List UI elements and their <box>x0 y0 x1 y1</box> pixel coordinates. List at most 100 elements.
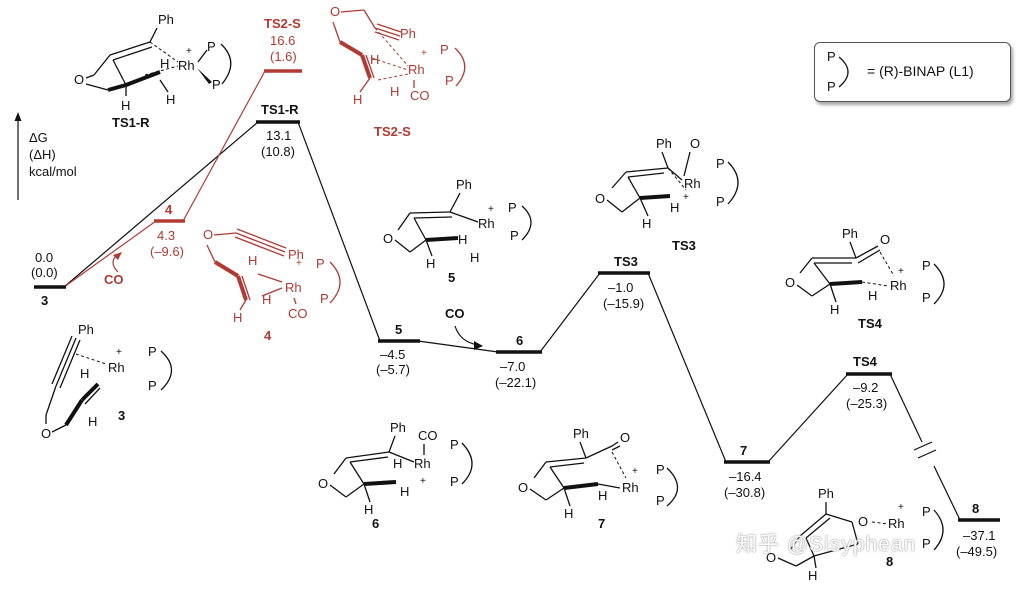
svg-text:O: O <box>518 480 528 495</box>
svg-text:P: P <box>922 536 931 551</box>
level-ts1r-h: (10.8) <box>261 144 295 159</box>
structure-4: O Ph H H H Rh + P P CO 4 <box>203 227 340 343</box>
svg-text:H: H <box>642 216 651 231</box>
svg-text:P: P <box>148 344 157 359</box>
svg-text:P: P <box>320 291 329 306</box>
level-5-h: (–5.7) <box>376 362 410 377</box>
svg-text:Rh: Rh <box>178 58 195 73</box>
svg-text:Rh: Rh <box>414 456 431 471</box>
level-ts1r-label: TS1-R <box>261 102 299 117</box>
legend-ligand-arc <box>815 43 855 101</box>
svg-text:+: + <box>683 192 689 203</box>
svg-text:+: + <box>186 46 192 57</box>
svg-text:+: + <box>898 266 904 277</box>
structure-ts3: Ph O O H H Rh + P P TS3 <box>595 136 738 253</box>
svg-text:H: H <box>670 200 679 215</box>
watermark: 知乎 @Sisyphean <box>736 528 916 558</box>
svg-text:H: H <box>458 232 467 247</box>
svg-text:TS4: TS4 <box>858 316 883 331</box>
svg-text:P: P <box>440 42 449 57</box>
level-ts3-g: –1.0 <box>608 280 633 295</box>
svg-text:O: O <box>785 275 795 290</box>
svg-text:O: O <box>318 476 328 491</box>
svg-text:H: H <box>364 502 373 517</box>
legend-text: = (R)-BINAP (L1) <box>867 63 974 79</box>
svg-text:Ph: Ph <box>656 136 672 151</box>
svg-text:O: O <box>41 426 51 441</box>
svg-text:H: H <box>166 92 175 107</box>
axis-label-unit: kcal/mol <box>29 164 77 179</box>
level-8-g: –37.1 <box>963 528 996 543</box>
svg-text:+: + <box>632 466 638 477</box>
svg-text:+: + <box>421 48 427 59</box>
svg-text:5: 5 <box>448 270 455 285</box>
svg-text:Ph: Ph <box>390 420 406 435</box>
svg-text:P: P <box>508 200 517 215</box>
svg-text:P: P <box>445 73 454 88</box>
svg-text:CO: CO <box>288 306 308 321</box>
legend-box: P P = (R)-BINAP (L1) <box>814 42 1011 102</box>
svg-text:CO: CO <box>445 306 465 321</box>
svg-text:+: + <box>488 204 494 215</box>
svg-text:H: H <box>390 84 399 99</box>
svg-text:H: H <box>470 250 479 265</box>
svg-text:P: P <box>716 194 725 209</box>
level-ts4-h: (–25.3) <box>846 396 887 411</box>
axis-label-g: ΔG <box>29 130 48 145</box>
svg-text:P: P <box>207 39 216 54</box>
co-loss-red-arrow: CO <box>104 252 124 287</box>
svg-text:4: 4 <box>264 328 272 343</box>
svg-text:P: P <box>450 474 459 489</box>
svg-text:+: + <box>898 502 904 513</box>
svg-text:H: H <box>598 488 607 503</box>
svg-text:Rh: Rh <box>890 278 907 293</box>
svg-text:Ph: Ph <box>158 12 174 27</box>
axis-label-h: (ΔH) <box>29 147 56 162</box>
svg-text:H: H <box>353 92 362 107</box>
svg-text:Ph: Ph <box>400 26 416 41</box>
svg-text:CO: CO <box>418 428 438 443</box>
svg-text:TS2-S: TS2-S <box>374 124 411 139</box>
svg-text:+: + <box>296 258 302 269</box>
svg-text:H: H <box>400 484 409 499</box>
svg-text:H: H <box>80 366 89 381</box>
level-8-label: 8 <box>972 501 979 516</box>
structure-ts4: Ph O O H H Rh + P P TS4 <box>785 226 944 331</box>
svg-text:O: O <box>383 231 393 246</box>
level-ts4-g: –9.2 <box>853 380 878 395</box>
level-ts3-label: TS3 <box>614 254 638 269</box>
level-3-h: (0.0) <box>31 265 58 280</box>
svg-text:Ph: Ph <box>818 486 834 501</box>
level-7-h: (–30.8) <box>724 485 765 500</box>
svg-text:TS1-R: TS1-R <box>112 115 150 130</box>
svg-text:O: O <box>620 430 630 445</box>
structure-ts2s: O Ph H H H Rh + P P CO TS2-S <box>330 4 465 139</box>
svg-text:P: P <box>450 437 459 452</box>
svg-text:O: O <box>595 191 605 206</box>
structure-ts1r: Ph O H H H Rh + P P TS1-R <box>74 12 231 130</box>
svg-text:P: P <box>148 378 157 393</box>
level-8-h: (–49.5) <box>956 544 997 559</box>
svg-text:Ph: Ph <box>842 226 858 241</box>
svg-text:6: 6 <box>372 516 379 531</box>
energy-axis: ΔG (ΔH) kcal/mol <box>15 112 77 200</box>
level-4-h: (–9.6) <box>150 244 184 259</box>
structure-7: Ph O O H H Rh + P P 7 <box>518 426 678 531</box>
svg-text:P: P <box>510 228 519 243</box>
svg-text:Rh: Rh <box>108 360 125 375</box>
svg-text:P: P <box>656 493 665 508</box>
svg-text:H: H <box>868 288 877 303</box>
svg-text:CO: CO <box>104 272 124 287</box>
svg-text:+: + <box>116 347 122 358</box>
level-6-g: –7.0 <box>500 359 525 374</box>
svg-text:+: + <box>420 476 426 487</box>
svg-text:P: P <box>212 77 221 92</box>
level-3-g: 0.0 <box>35 250 53 265</box>
svg-text:P: P <box>922 504 931 519</box>
svg-text:O: O <box>690 136 700 151</box>
svg-text:Ph: Ph <box>456 177 472 192</box>
svg-text:H: H <box>830 302 839 317</box>
level-4-label: 4 <box>165 202 173 217</box>
svg-text:TS3: TS3 <box>672 238 696 253</box>
svg-text:Rh: Rh <box>622 480 639 495</box>
